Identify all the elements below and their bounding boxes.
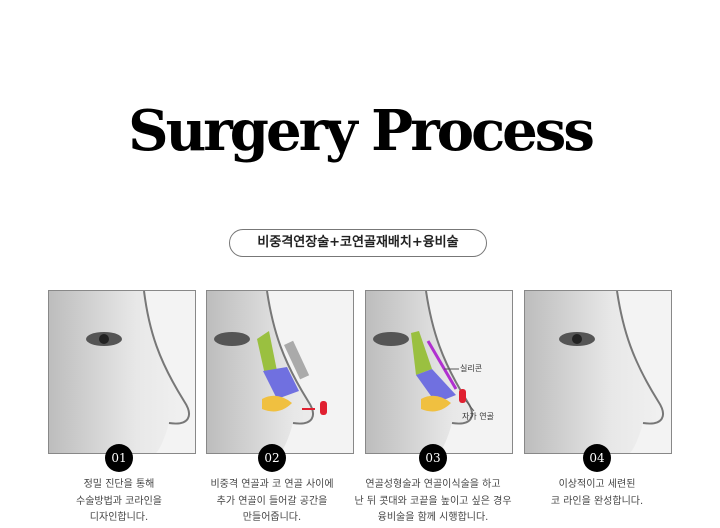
step-4-badge: 04 [583,444,611,472]
page-title: Surgery Process [128,98,595,164]
caption-line: 비중격 연골과 코 연골 사이에 [210,479,334,490]
implant-illustration [373,291,512,453]
cartilage-illustration [214,291,353,453]
caption-line: 추가 연골이 들어갈 공간을 [216,495,328,507]
step-2-image [206,290,354,454]
caption-line: 디자인합니다. [89,512,149,523]
caption-line: 정밀 진단을 통해 [83,479,155,490]
step-1-image [48,290,196,454]
step-3-image: 실리콘 자가 연골 [365,290,513,454]
silicone-label: 실리콘 [460,364,483,373]
result-profile-illustration [559,291,671,453]
caption-line: 수술방법과 코라인을 [76,495,162,507]
caption-line: 융비술을 함께 시행합니다. [377,512,489,523]
caption-line: 연골성형술과 연골이식술을 하고 [365,479,501,490]
caption-line: 코 라인을 완성합니다. [550,495,644,507]
procedure-label: 비중격연장술+코연골재배치+융비술 [229,229,487,257]
step-2-badge: 02 [258,444,286,472]
caption-line: 이상적이고 세련된 [558,479,636,490]
caption-line: 난 뒤 콧대와 코끝을 높이고 싶은 경우 [354,495,512,507]
step-4-image [524,290,672,454]
step-3-badge: 03 [419,444,447,472]
step-1-badge: 01 [105,444,133,472]
caption-line: 만들어줍니다. [242,512,302,523]
face-profile-illustration [86,291,195,453]
autologous-cartilage-label: 자가 연골 [462,412,494,421]
